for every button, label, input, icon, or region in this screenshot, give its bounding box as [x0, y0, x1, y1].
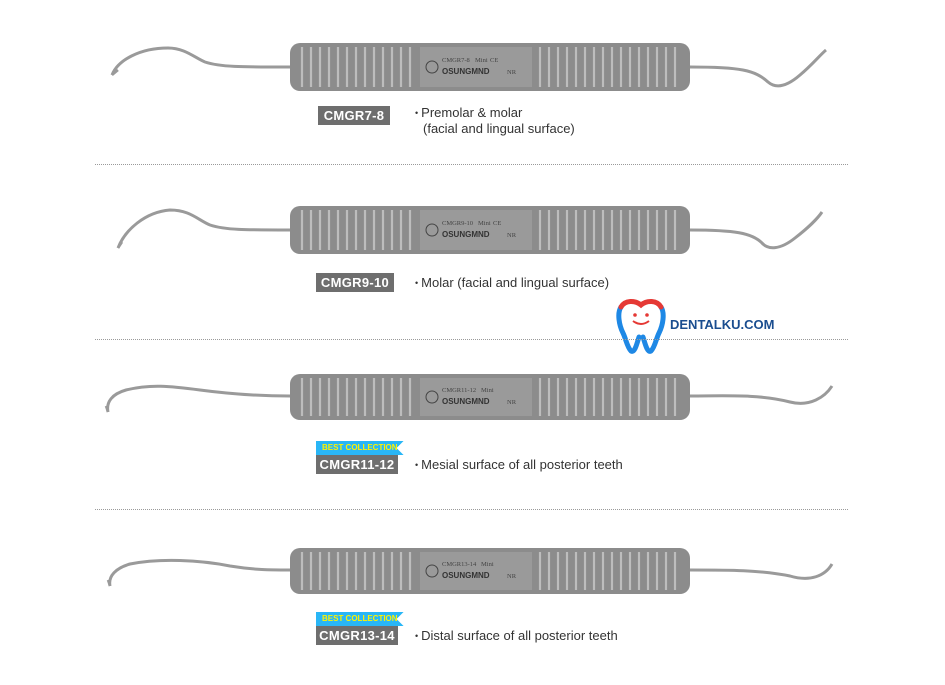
logo-text: DENTALKU.COM	[670, 317, 775, 332]
handle-sub-text: Mini	[478, 220, 491, 227]
handle-model-text: CMGR11-12	[442, 387, 476, 394]
instrument-row-4: CMGR13-14 Mini OSUNGMND NR BEST COLLECTI…	[0, 546, 945, 656]
curette-image-4: CMGR13-14 Mini OSUNGMND NR	[106, 548, 834, 594]
handle-grip-lines	[300, 378, 677, 416]
handle-brand-text: OSUNGMND	[442, 571, 490, 580]
best-collection-badge: BEST COLLECTION	[316, 441, 404, 455]
handle-grip-lines	[300, 210, 677, 250]
handle-sub-text: Mini	[481, 561, 494, 568]
handle-model-text: CMGR9-10	[442, 220, 473, 227]
description-line-1: Molar (facial and lingual surface)	[421, 275, 610, 290]
description-line-2: (facial and lingual surface)	[423, 121, 575, 137]
handle-mark-text: NR	[507, 399, 517, 406]
tooth-icon	[616, 299, 666, 354]
best-collection-badge: BEST COLLECTION	[316, 612, 404, 626]
row-divider-1	[95, 164, 848, 165]
handle-model-text: CMGR13-14	[442, 561, 477, 568]
product-description: •Distal surface of all posterior teeth	[415, 628, 618, 643]
row-divider-3	[95, 509, 848, 510]
description-line-1: Distal surface of all posterior teeth	[421, 628, 618, 643]
instrument-row-3: CMGR11-12 Mini OSUNGMND NR BEST COLLECTI…	[0, 372, 945, 482]
handle-model-text: CMGR7-8	[442, 57, 470, 64]
handle-brand-text: OSUNGMND	[442, 397, 490, 406]
handle-ce-text: CE	[490, 57, 498, 64]
instrument-row-2: CMGR9-10 Mini CE OSUNGMND NR CMGR9-10 •M…	[0, 200, 945, 300]
product-code-label: CMGR7-8	[318, 106, 390, 125]
row-divider-2	[95, 339, 848, 340]
description-line-1: Premolar & molar	[421, 105, 523, 120]
curette-image-2: CMGR9-10 Mini CE OSUNGMND NR	[116, 206, 824, 254]
dentalku-logo: DENTALKU.COM	[615, 297, 785, 357]
product-description: •Premolar & molar (facial and lingual su…	[415, 105, 575, 137]
handle-brand-text: OSUNGMND	[442, 67, 490, 76]
handle-sub-text: Mini	[475, 57, 488, 64]
handle-brand-text: OSUNGMND	[442, 230, 490, 239]
handle-mark-text: NR	[507, 232, 517, 239]
product-code-label: CMGR9-10	[316, 273, 394, 292]
description-line-1: Mesial surface of all posterior teeth	[421, 457, 623, 472]
instrument-row-1: CMGR7-8 Mini CE OSUNGMND NR CMGR7-8 •Pre…	[0, 40, 945, 150]
handle-ce-text: CE	[493, 220, 501, 227]
product-description: •Mesial surface of all posterior teeth	[415, 457, 623, 472]
handle-grip-lines	[300, 47, 677, 87]
handle-mark-text: NR	[507, 573, 517, 580]
product-code-label: CMGR11-12	[316, 455, 398, 474]
product-code-label: CMGR13-14	[316, 626, 398, 645]
curette-image-1: CMGR7-8 Mini CE OSUNGMND NR	[110, 43, 827, 91]
handle-mark-text: NR	[507, 69, 517, 76]
handle-sub-text: Mini	[481, 387, 494, 394]
handle-grip-lines	[300, 552, 677, 590]
product-description: •Molar (facial and lingual surface)	[415, 275, 610, 290]
curette-image-3: CMGR11-12 Mini OSUNGMND NR	[104, 374, 834, 420]
